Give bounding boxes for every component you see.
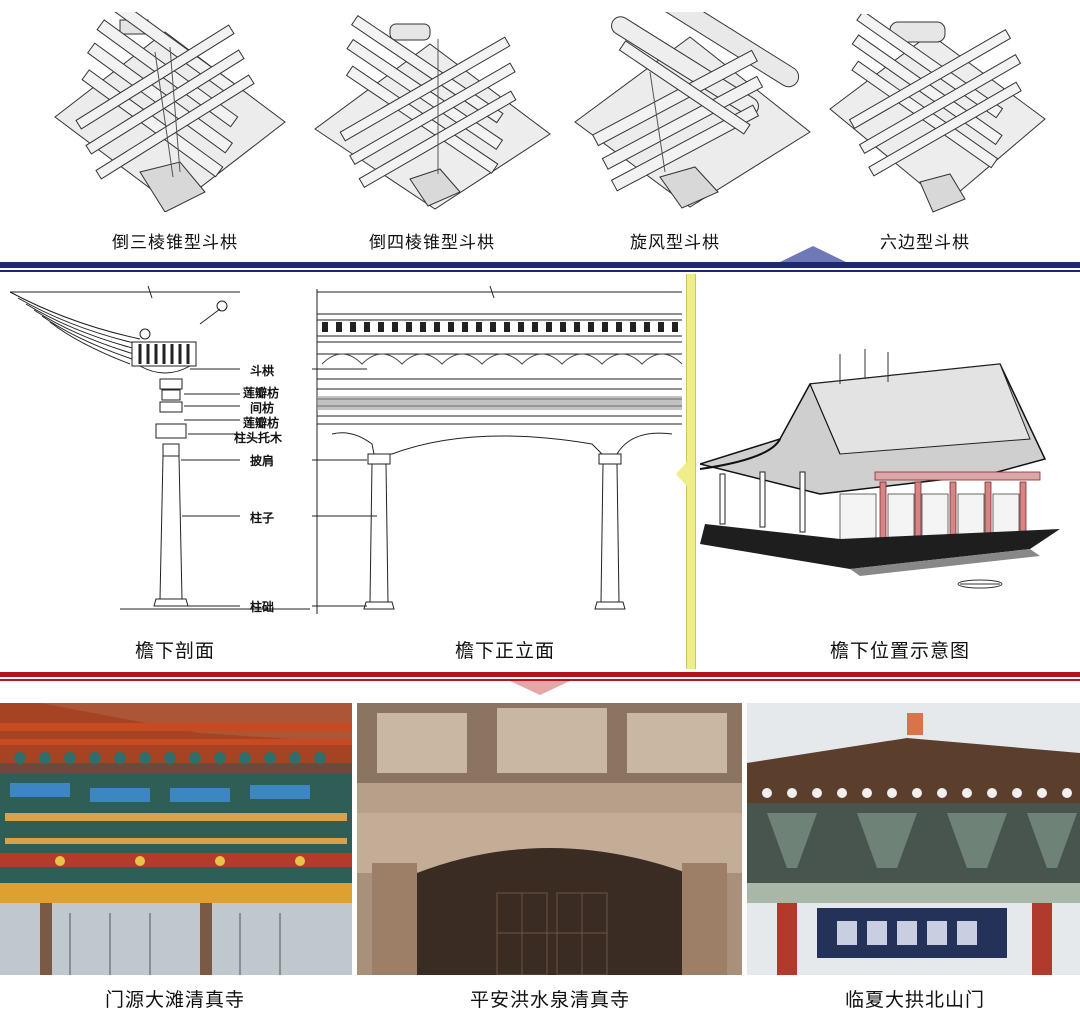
whirlwind-bracket-drawing bbox=[570, 12, 815, 212]
photo-linxia-dagongbei-gate bbox=[747, 703, 1080, 975]
top-caption-1: 倒三棱锥型斗栱 bbox=[112, 233, 238, 253]
callout-lotus-beam-upper: 莲瓣枋 bbox=[243, 386, 280, 400]
pointer-up-icon bbox=[780, 246, 846, 262]
inverted-square-pyramid-bracket-drawing bbox=[310, 14, 555, 214]
pointer-left-icon bbox=[676, 454, 694, 494]
callout-column-head-bracket: 柱头托木 bbox=[234, 431, 283, 445]
section-caption: 檐下剖面 bbox=[134, 640, 215, 662]
callout-shoulder: 披肩 bbox=[250, 454, 275, 468]
eave-elevation-drawing bbox=[312, 284, 687, 614]
top-caption-3: 旋风型斗栱 bbox=[630, 233, 720, 253]
top-caption-2: 倒四棱锥型斗栱 bbox=[369, 233, 495, 253]
hexagonal-bracket-drawing bbox=[825, 14, 1050, 214]
divider-red-thin bbox=[0, 679, 1080, 681]
photo-caption-2: 平安洪水泉清真寺 bbox=[469, 989, 630, 1011]
location-caption: 檐下位置示意图 bbox=[829, 640, 970, 662]
photo-caption-1: 门源大滩清真寺 bbox=[104, 989, 245, 1011]
callout-column: 柱子 bbox=[250, 511, 275, 525]
middle-row: 斗栱 莲瓣枋 间枋 莲瓣枋 柱头托木 披肩 柱子 柱础 bbox=[0, 274, 1080, 670]
callout-lotus-beam-lower: 莲瓣枋 bbox=[243, 416, 280, 430]
callout-column-base: 柱础 bbox=[250, 600, 275, 614]
divider-blue-thin bbox=[0, 270, 1080, 272]
photo-menyuan-datan-mosque bbox=[0, 703, 352, 975]
callout-dougong: 斗栱 bbox=[250, 364, 275, 378]
top-caption-4: 六边型斗栱 bbox=[880, 233, 970, 253]
building-location-diagram bbox=[700, 344, 1070, 604]
photo-caption-3: 临夏大拱北山门 bbox=[844, 989, 985, 1011]
pointer-down-icon bbox=[510, 681, 570, 695]
inverted-triangular-pyramid-bracket-drawing bbox=[45, 12, 295, 212]
photo-ping-an-hongshuiquan-mosque bbox=[357, 703, 742, 975]
callout-middle-beam: 间枋 bbox=[250, 401, 275, 415]
divider-red bbox=[0, 672, 1080, 677]
elevation-caption: 檐下正立面 bbox=[454, 640, 555, 662]
eave-section-drawing bbox=[0, 284, 320, 614]
top-row: 倒三棱锥型斗栱 倒四棱锥型斗栱 旋风型斗栱 六边型斗栱 bbox=[0, 0, 1080, 262]
divider-blue bbox=[0, 262, 1080, 268]
